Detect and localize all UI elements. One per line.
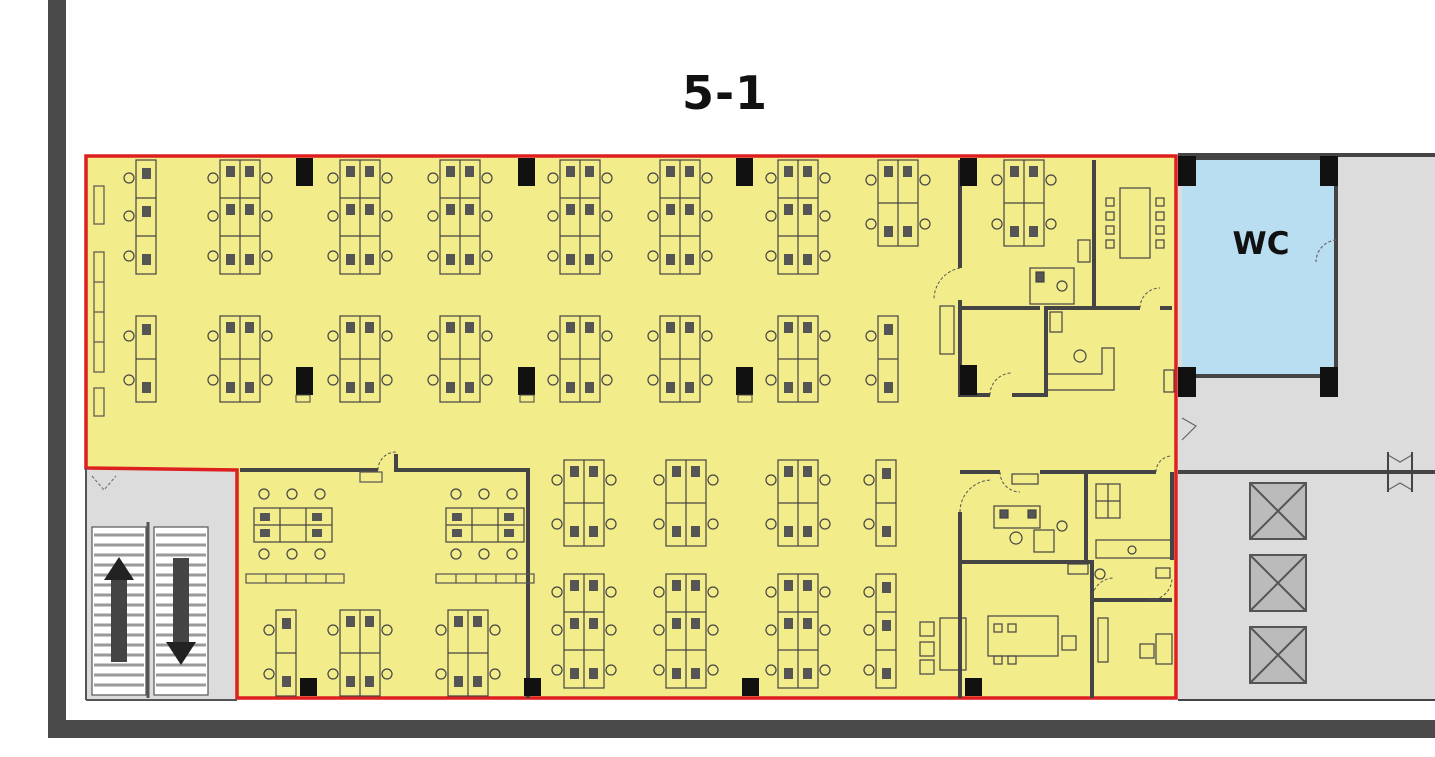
office-zone-5-1 bbox=[84, 154, 1178, 700]
arrow-up-icon bbox=[104, 557, 134, 580]
building-outer-wall-bottom bbox=[48, 720, 1435, 738]
reception-desk bbox=[1045, 347, 1175, 393]
door-swing-icon bbox=[377, 267, 1173, 601]
wc-room bbox=[1182, 158, 1336, 376]
elevator-icon bbox=[1249, 626, 1307, 684]
stairs-down bbox=[153, 526, 209, 696]
stairs-up bbox=[91, 526, 147, 696]
elevator-icon bbox=[1249, 482, 1307, 540]
structural-column-icon bbox=[296, 156, 1338, 696]
building-outer-wall-left bbox=[48, 0, 66, 738]
elevator-icon bbox=[1249, 554, 1307, 612]
wc-room-label: WC bbox=[1232, 226, 1290, 262]
page-title: 5-1 bbox=[681, 66, 769, 120]
arrow-down-icon bbox=[166, 642, 196, 665]
office-furniture bbox=[919, 473, 1173, 675]
door-swing-icon bbox=[1181, 417, 1413, 492]
storage-shelves bbox=[245, 471, 535, 584]
conference-table bbox=[939, 187, 1165, 355]
wall-cabinets bbox=[93, 185, 105, 417]
